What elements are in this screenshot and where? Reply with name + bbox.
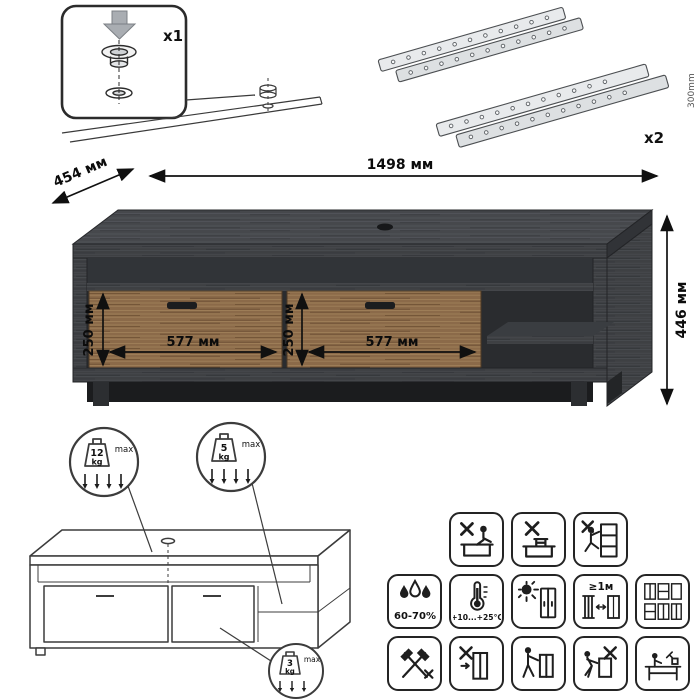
tv-stand-outline bbox=[29, 529, 351, 656]
no-pushing-icon bbox=[449, 636, 504, 691]
heat-distance-label: ≥1м bbox=[588, 581, 613, 593]
left-leg bbox=[93, 382, 109, 406]
press-down-arrow-icon bbox=[102, 10, 137, 40]
load-limit-diagram: 12 kg max 5 kg max bbox=[29, 421, 351, 699]
right-leg bbox=[571, 382, 587, 406]
outline-open-shelf bbox=[257, 586, 351, 642]
dimension-arrows bbox=[51, 168, 674, 406]
no-sitting-icon bbox=[449, 512, 504, 567]
top-load-unit: kg bbox=[91, 458, 102, 467]
open-shelf-edge bbox=[487, 336, 593, 344]
cable-hole bbox=[377, 223, 393, 231]
top-load-value: 12 bbox=[90, 448, 103, 459]
drawer1-width-label: 577 мм bbox=[167, 335, 220, 350]
open-shelf-top bbox=[487, 322, 614, 336]
drawer-load-unit: kg bbox=[285, 668, 295, 676]
drawer2-height-label: 250 мм bbox=[282, 304, 297, 357]
weight-5kg-icon: 5 kg bbox=[211, 433, 237, 462]
fixed-shelf bbox=[87, 283, 593, 291]
drawer1-height-label: 250 мм bbox=[82, 304, 97, 357]
outline-drawer-1 bbox=[43, 585, 169, 643]
weight-12kg-icon: 12 kg bbox=[84, 438, 110, 467]
top-panel bbox=[72, 243, 608, 259]
no-climbing-icon bbox=[573, 512, 628, 567]
foot-hardware-callout: x1 bbox=[60, 4, 188, 120]
slide-length-label: 300mm bbox=[687, 73, 697, 108]
load-limit-top-callout: 12 kg max bbox=[68, 426, 153, 553]
keep-1m-from-heat-icon: ≥1м bbox=[573, 574, 628, 629]
drawer2-width-label: 577 мм bbox=[366, 335, 419, 350]
move-holding-icon bbox=[511, 636, 566, 691]
no-dragging-icon bbox=[573, 636, 628, 691]
drawer-1-handle bbox=[167, 302, 197, 309]
depth-dimension-arrow bbox=[51, 168, 135, 204]
humidity-label: 60-70% bbox=[393, 611, 435, 622]
foot-mounting-location bbox=[61, 78, 323, 143]
bottom-panel bbox=[72, 367, 608, 383]
top-load-qualifier: max bbox=[115, 445, 134, 455]
drawer-2-handle bbox=[365, 302, 395, 309]
load-limit-drawer-callout: 3 kg max bbox=[219, 627, 324, 699]
width-dimension-label: 1498 мм bbox=[367, 157, 434, 173]
shelf-load-value: 5 bbox=[221, 443, 228, 454]
protect-from-sunlight-icon bbox=[511, 574, 566, 629]
depth-dimension-label: 454 мм bbox=[51, 154, 110, 191]
weight-3kg-icon: 3 kg bbox=[279, 651, 301, 676]
drawer-1 bbox=[88, 290, 283, 369]
furniture-collection-icon bbox=[635, 574, 690, 629]
shelf-load-unit: kg bbox=[218, 453, 229, 462]
protect-from-impact-icon bbox=[387, 636, 442, 691]
down-arrows-icon bbox=[82, 474, 124, 489]
drawer-slide-front bbox=[435, 63, 670, 148]
load-limit-shelf-callout: 5 kg max bbox=[195, 421, 283, 605]
outline-cable-hole bbox=[160, 537, 176, 545]
shelf-load-qualifier: max bbox=[242, 440, 261, 450]
drawer-slide-rear bbox=[377, 7, 584, 83]
drawer-slides-illustration: x2 300mm bbox=[377, 7, 697, 148]
slide-count-label: x2 bbox=[644, 129, 664, 147]
down-arrows-icon bbox=[277, 681, 307, 692]
height-dimension-label: 446 мм bbox=[674, 282, 690, 339]
tv-stand-illustration bbox=[71, 208, 654, 408]
drawer-load-qualifier: max bbox=[304, 655, 321, 664]
mounted-foot-icon bbox=[259, 78, 277, 114]
down-arrows-icon bbox=[209, 469, 251, 484]
outline-drawer-2 bbox=[171, 585, 255, 643]
humidity-range-icon: 60-70% bbox=[387, 574, 442, 629]
drawer-2 bbox=[286, 290, 482, 369]
foot-count-label: x1 bbox=[163, 27, 183, 45]
no-heavy-objects-icon bbox=[511, 512, 566, 567]
temperature-label: +10...+25°C bbox=[453, 613, 501, 622]
workbench-assembly-icon bbox=[635, 636, 690, 691]
adjustable-foot-icon bbox=[101, 40, 137, 104]
temperature-range-icon: +10...+25°C bbox=[449, 574, 504, 629]
drawer-load-value: 3 bbox=[287, 659, 293, 669]
care-icons-grid: 60-70% +10...+25°C ≥1м bbox=[387, 512, 690, 698]
